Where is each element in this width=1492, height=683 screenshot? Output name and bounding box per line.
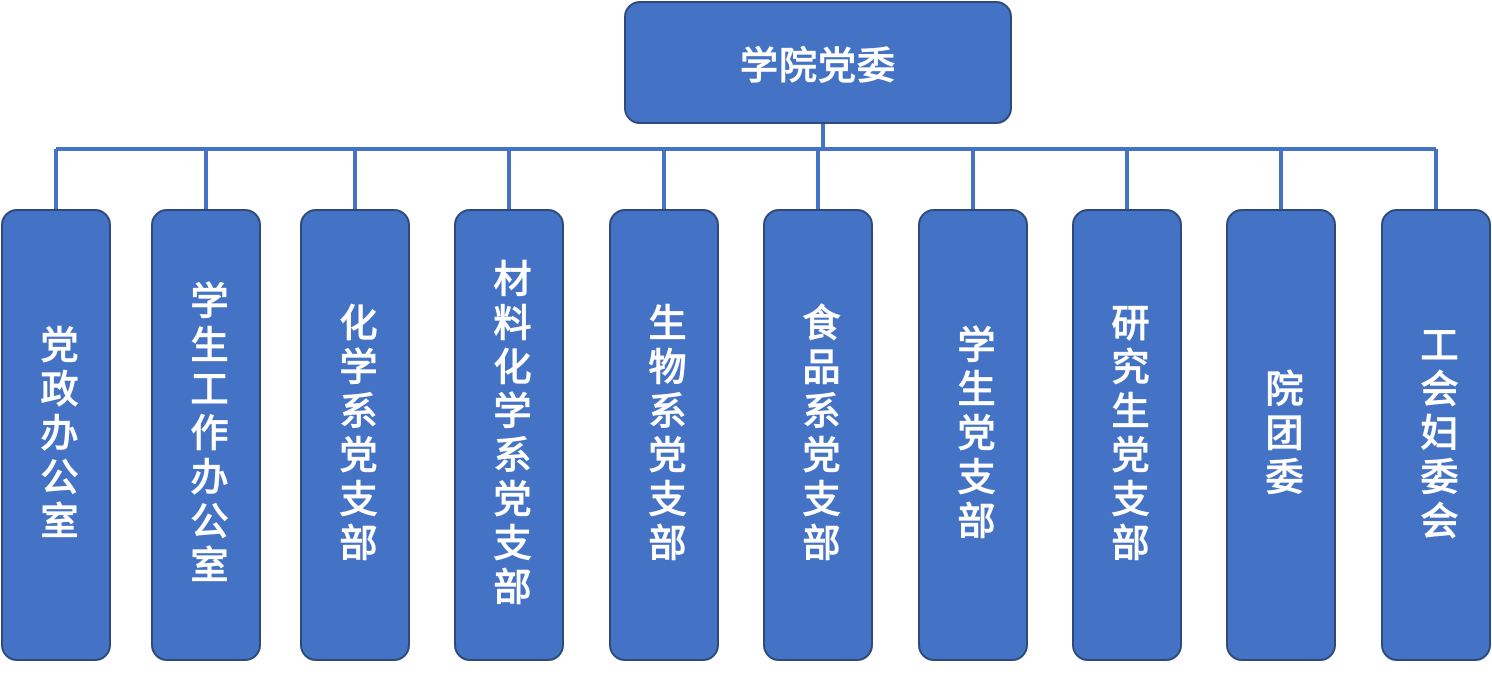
child-node-label: 生物系党支部 xyxy=(642,303,686,567)
child-node-4: 材料化学系党支部 xyxy=(454,209,564,661)
child-node-label: 工会妇委会 xyxy=(1414,325,1458,545)
child-node-label: 学生工作办公室 xyxy=(184,281,228,589)
child-node-label: 化学系党支部 xyxy=(333,303,377,567)
child-node-10: 工会妇委会 xyxy=(1381,209,1491,661)
child-node-label: 学生党支部 xyxy=(951,325,995,545)
child-node-6: 食品系党支部 xyxy=(763,209,873,661)
child-node-3: 化学系党支部 xyxy=(300,209,410,661)
child-node-2: 学生工作办公室 xyxy=(151,209,261,661)
child-node-5: 生物系党支部 xyxy=(609,209,719,661)
child-node-1: 党政办公室 xyxy=(1,209,111,661)
child-node-label: 材料化学系党支部 xyxy=(487,259,531,611)
root-node-label: 学院党委 xyxy=(739,44,896,88)
child-node-9: 院团委 xyxy=(1226,209,1336,661)
child-node-7: 学生党支部 xyxy=(918,209,1028,661)
child-node-label: 党政办公室 xyxy=(34,325,78,545)
child-node-label: 食品系党支部 xyxy=(796,303,840,567)
child-node-label: 院团委 xyxy=(1259,369,1303,501)
child-node-8: 研究生党支部 xyxy=(1072,209,1182,661)
child-connectors xyxy=(54,149,1438,209)
child-node-label: 研究生党支部 xyxy=(1105,303,1149,567)
root-node: 学院党委 xyxy=(624,1,1012,124)
